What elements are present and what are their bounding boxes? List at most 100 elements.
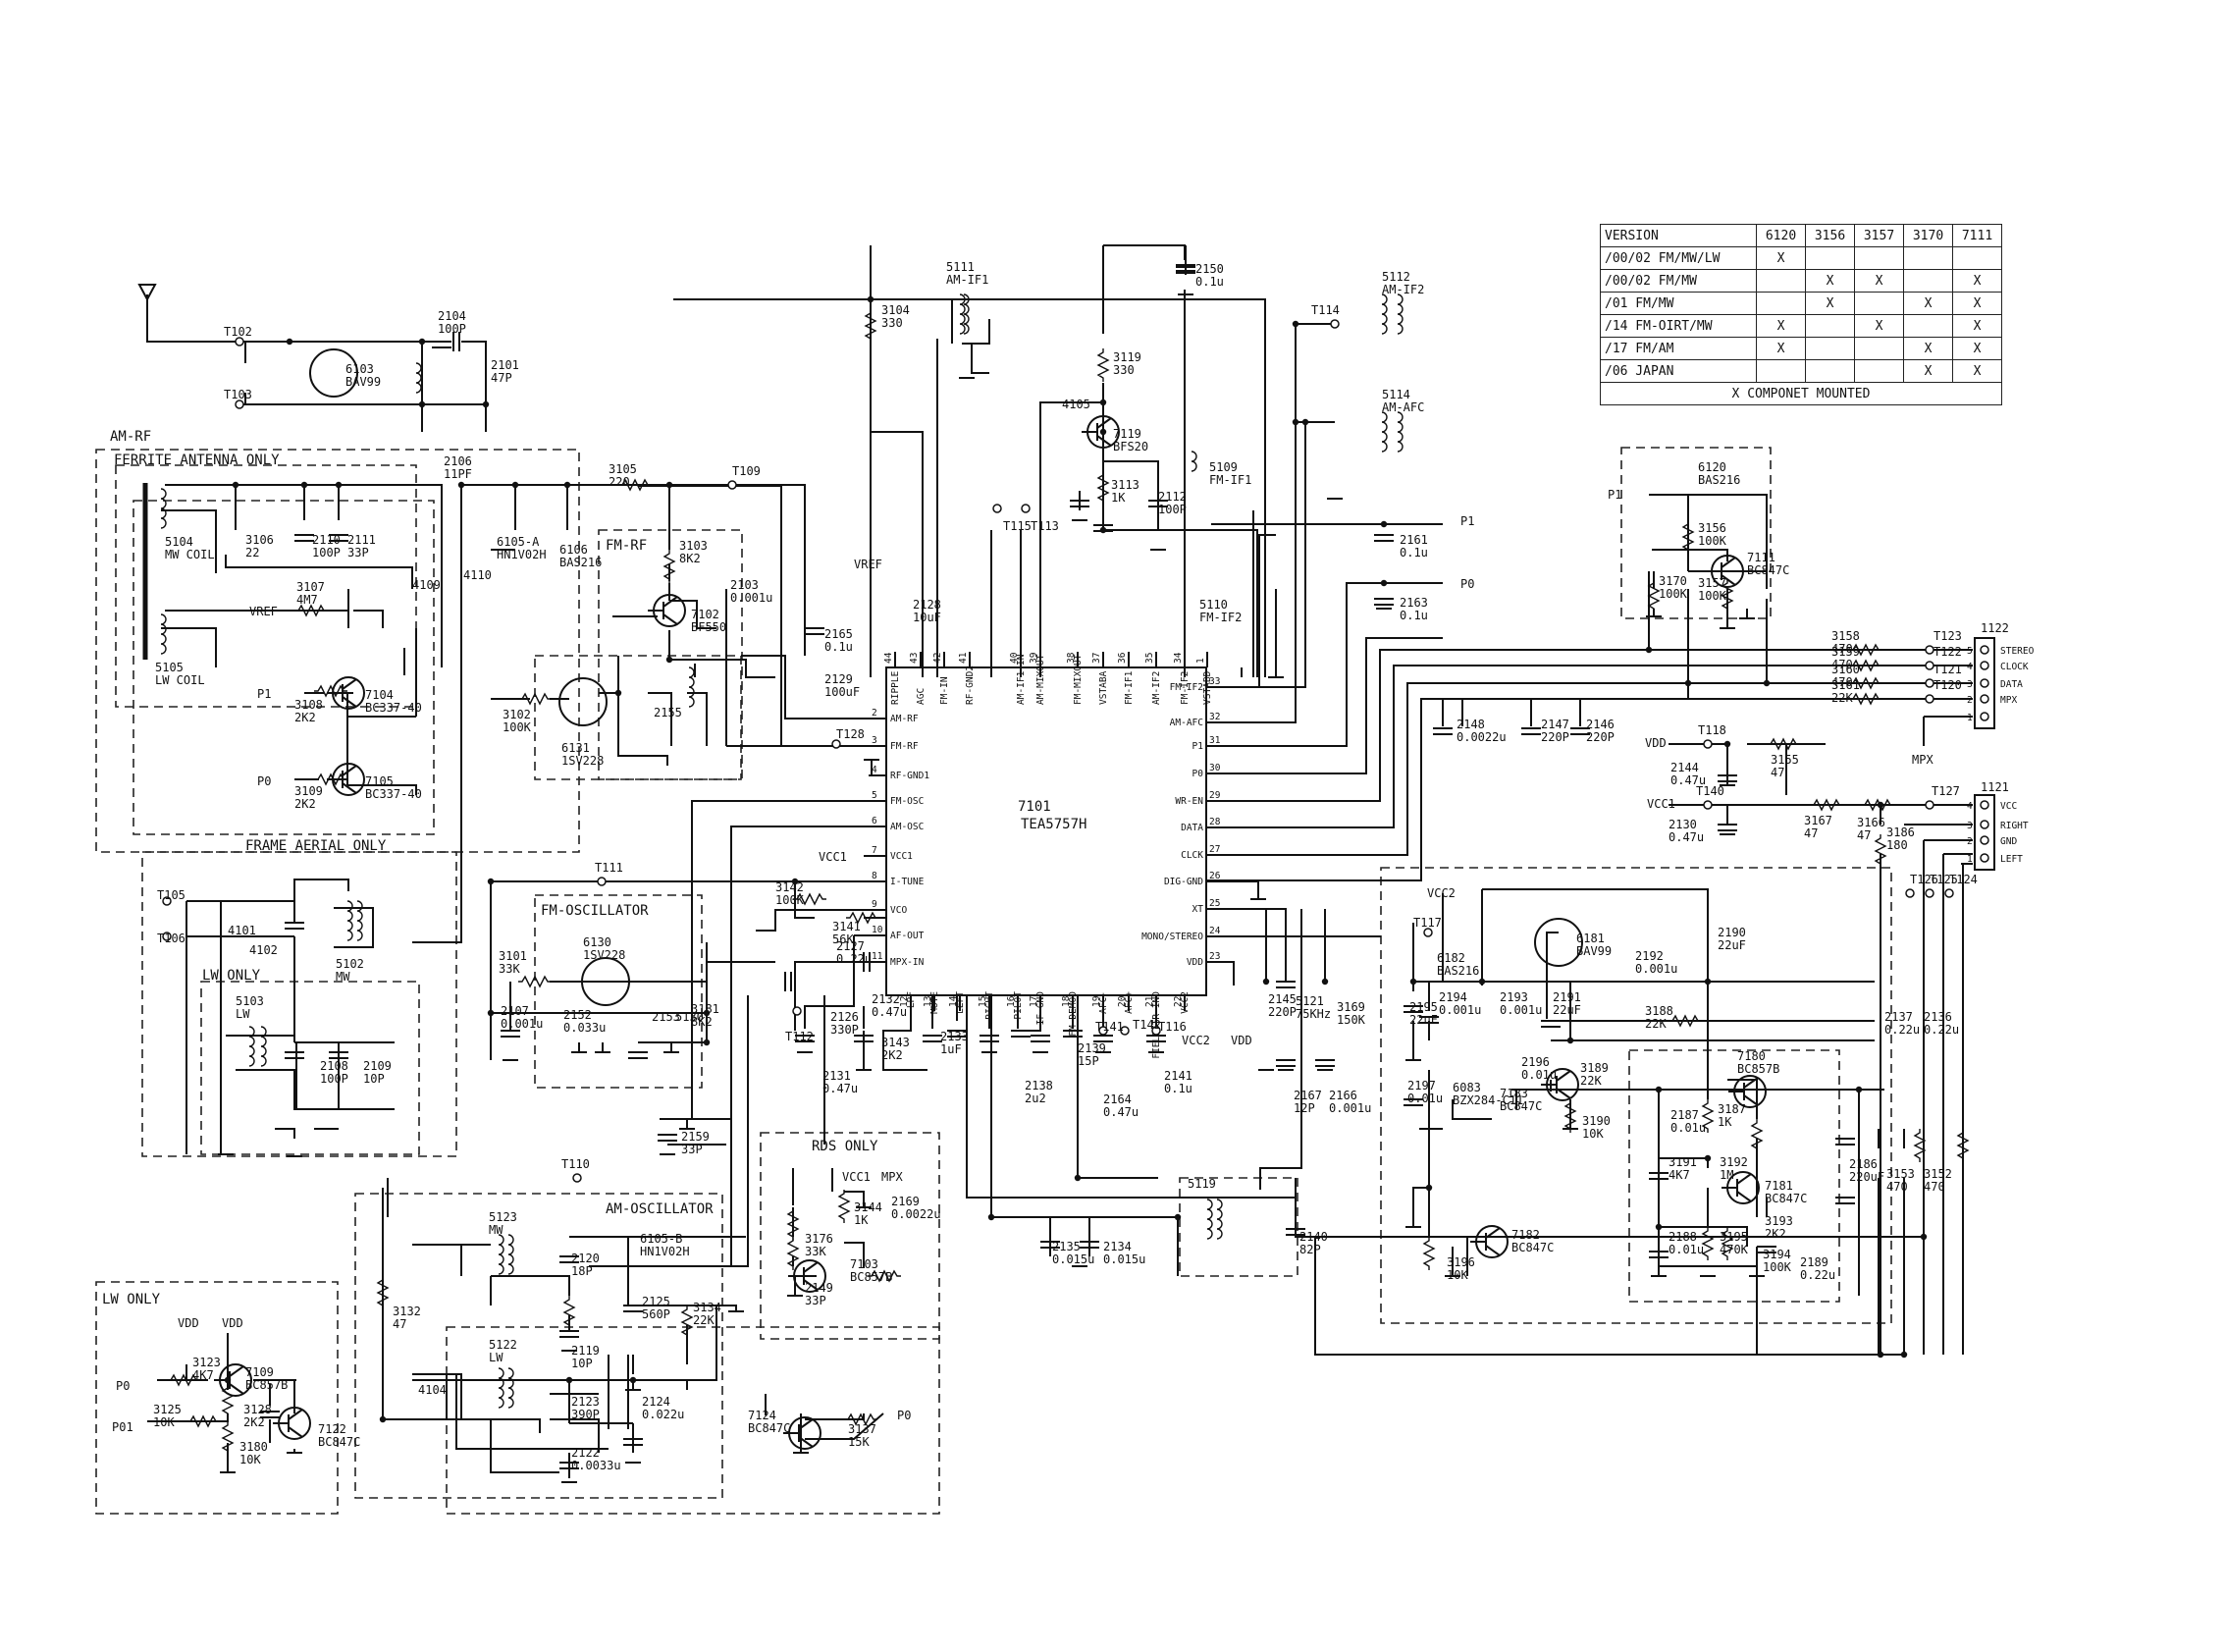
net-p1-2: P1: [257, 687, 271, 701]
component-ref: 2197: [1407, 1079, 1436, 1092]
component-ref: 2103: [730, 578, 759, 592]
ic-pin-name: VCO: [890, 905, 907, 916]
component-ref: 2147: [1541, 718, 1569, 731]
ic-pin-number: 25: [1209, 898, 1220, 909]
component-ref: 3181: [691, 1002, 719, 1016]
component-ref: 5105: [155, 661, 184, 674]
component-value: 1K: [854, 1213, 869, 1227]
component-value: 33P: [347, 546, 369, 560]
ic-7101: 7101 TEA5757H: [885, 666, 1207, 996]
component-value: HN1V02H: [497, 548, 547, 561]
version-mark: [1805, 359, 1855, 383]
component-value: 75KHz: [1296, 1007, 1331, 1021]
version-mark: X: [1952, 359, 2002, 383]
version-mark: X: [1854, 269, 1904, 293]
ic-pin-number: 32: [1209, 712, 1220, 722]
component-value: 100P: [312, 546, 341, 560]
component-value: FM-IF2: [1199, 611, 1242, 624]
component-ref: 3180: [239, 1440, 268, 1454]
component-value: 0.22u: [1800, 1268, 1835, 1282]
ic-pin-number: 1: [1195, 658, 1206, 664]
component-ref: 3169: [1337, 1000, 1365, 1014]
component-ref: 4109: [412, 578, 441, 592]
component-ref: 3176: [805, 1232, 833, 1246]
component-ref: 3134: [693, 1301, 721, 1314]
component-value: 470: [1886, 1180, 1908, 1194]
block-stereo-out: [1380, 867, 1892, 1324]
component-value: 22uF: [1553, 1003, 1581, 1017]
component-t127: T127: [1932, 784, 1960, 798]
component-ref: 2192: [1635, 949, 1664, 963]
component-ref: 3144: [854, 1200, 882, 1214]
col-3157-header: 3157: [1854, 224, 1904, 247]
component-ref: 5104: [165, 535, 193, 549]
component-ref: 2190: [1718, 926, 1746, 939]
component-value: 47: [1771, 766, 1784, 779]
version-mark: X: [1903, 292, 1953, 315]
ic-pin-number: 21: [1144, 995, 1155, 1007]
component-ref: 5102: [336, 957, 364, 971]
component-ref: 7102: [691, 608, 719, 621]
component-ref: 2194: [1439, 990, 1467, 1004]
component-ref: 2112: [1158, 490, 1187, 504]
ic-pin-name: RF-GND1: [890, 771, 929, 781]
component-ref: 3104: [881, 303, 910, 317]
component-value: HN1V02H: [640, 1245, 690, 1258]
version-name: /01 FM/MW: [1600, 292, 1757, 315]
component-t142: T142: [1133, 1018, 1161, 1032]
component-value: 0.47u: [822, 1082, 858, 1095]
ic-pin-name: FM-RF: [890, 741, 919, 752]
component-ref: 2148: [1457, 718, 1485, 731]
connector-1122-pin-number: 4: [1967, 662, 1973, 672]
component-value: 10K: [239, 1453, 261, 1466]
block-inner-switch: [132, 500, 435, 835]
block-title-frame: FRAME AERIAL ONLY: [245, 838, 387, 854]
component-ref: 2188: [1669, 1230, 1697, 1244]
component-ref: 2167: [1294, 1089, 1322, 1102]
component-value: 180: [1886, 838, 1908, 852]
component-value: 4M7: [296, 593, 318, 607]
component-value: 22uF: [1409, 1013, 1438, 1027]
component-value: 0.47u: [1669, 830, 1704, 844]
component-ref: 6103: [345, 362, 374, 376]
component-value: LW COIL: [155, 673, 205, 687]
version-mark: X: [1756, 337, 1806, 360]
component-value: 0.0022u: [1457, 730, 1507, 744]
component-value: BC857B: [1737, 1062, 1779, 1076]
component-value: 0.1u: [824, 640, 853, 654]
component-ref: T115: [1003, 519, 1032, 533]
block-lw-only-2: [95, 1281, 339, 1515]
component-value: 0.0022u: [891, 1207, 941, 1221]
component-ref: 3137: [848, 1422, 876, 1436]
component-value: 0.001u: [501, 1017, 543, 1031]
ic-pin-number: 40: [1009, 652, 1020, 664]
version-mark: [1756, 359, 1806, 383]
component-4104: 4104: [418, 1383, 447, 1397]
component-ref: T105: [157, 888, 185, 902]
component-t124: T124: [1949, 873, 1978, 886]
block-title-fm-rf: FM-RF: [606, 538, 647, 554]
component-t112: T112: [785, 1030, 814, 1043]
